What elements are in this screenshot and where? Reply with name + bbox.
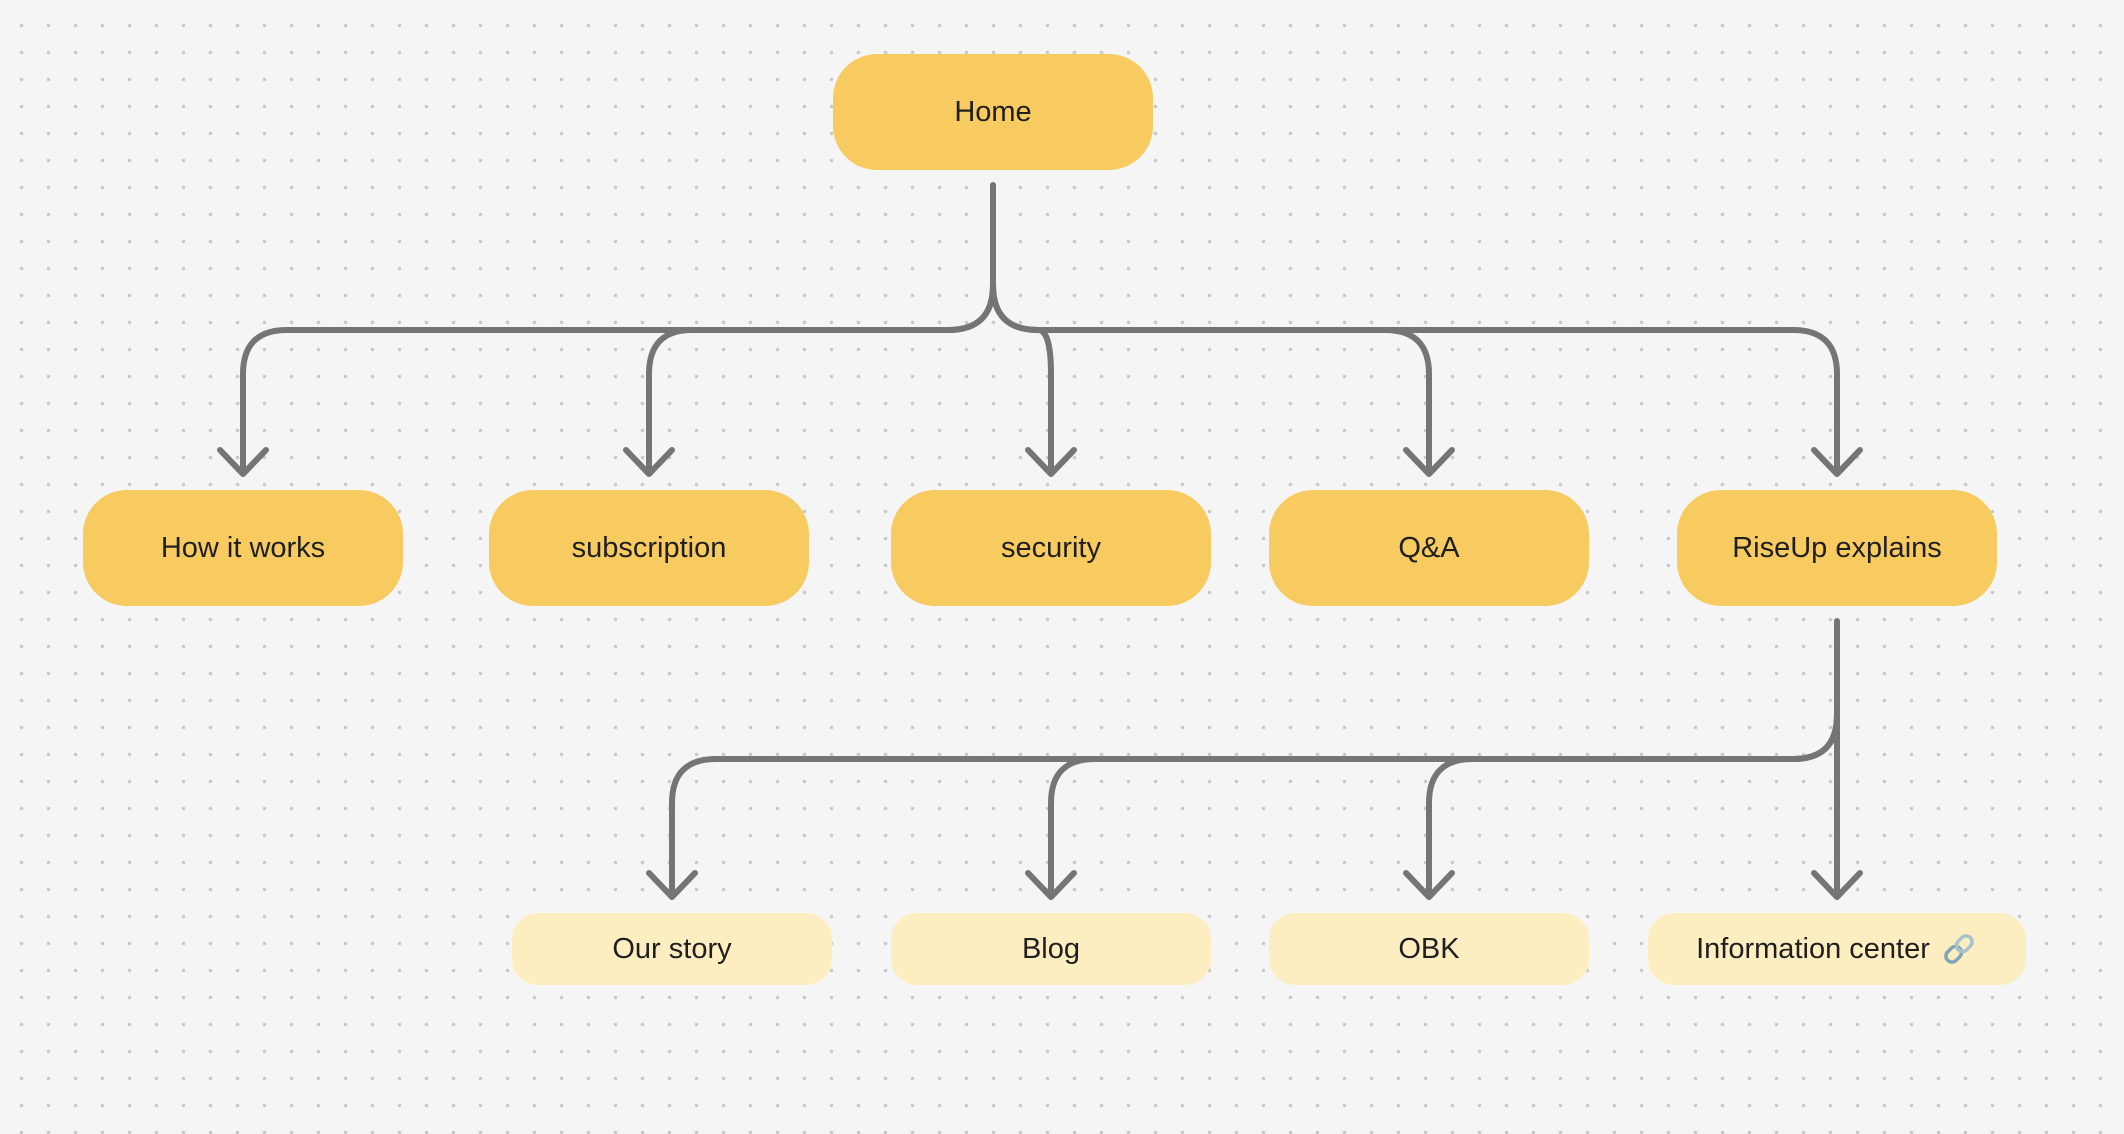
connector-home-riseup-explains (990, 282, 1840, 473)
node-label: RiseUp explains (1732, 531, 1942, 564)
arrowhead-blog (1025, 870, 1077, 900)
node-subscription[interactable]: subscription (489, 490, 809, 606)
node-security[interactable]: security (891, 490, 1211, 606)
node-label: OBK (1398, 932, 1460, 965)
node-label: Blog (1021, 932, 1081, 965)
node-our-story[interactable]: Our story (512, 913, 832, 985)
arrowhead-obk (1403, 870, 1455, 900)
node-label: Our story (612, 932, 732, 965)
connector-riseup-obk (1426, 712, 1840, 895)
link-icon[interactable] (1940, 932, 1978, 966)
node-label: Home (954, 95, 1032, 128)
node-blog[interactable]: Blog (891, 913, 1211, 985)
node-obk[interactable]: OBK (1269, 913, 1589, 985)
arrowhead-subscription (623, 447, 675, 477)
node-information-center[interactable]: Information center (1648, 913, 2026, 985)
connector-riseup-our-story (669, 712, 1840, 895)
connector-home-subscription (646, 282, 996, 473)
node-how-it-works[interactable]: How it works (83, 490, 403, 606)
arrowhead-our-story (646, 870, 698, 900)
node-label: security (1001, 531, 1101, 564)
arrowhead-information-center (1811, 870, 1863, 900)
arrowhead-security (1025, 447, 1077, 477)
node-label: How it works (160, 531, 326, 564)
node-label: Information center (1696, 932, 1930, 965)
node-home[interactable]: Home (833, 54, 1153, 170)
node-label: Q&A (1398, 531, 1460, 564)
node-label: subscription (571, 531, 727, 564)
node-riseup-explains[interactable]: RiseUp explains (1677, 490, 1997, 606)
node-qa[interactable]: Q&A (1269, 490, 1589, 606)
connector-riseup-blog (1048, 712, 1840, 895)
arrowhead-riseup-explains (1811, 447, 1863, 477)
arrowhead-how-it-works (217, 447, 269, 477)
arrowhead-qa (1403, 447, 1455, 477)
connector-home-qa (990, 282, 1432, 473)
